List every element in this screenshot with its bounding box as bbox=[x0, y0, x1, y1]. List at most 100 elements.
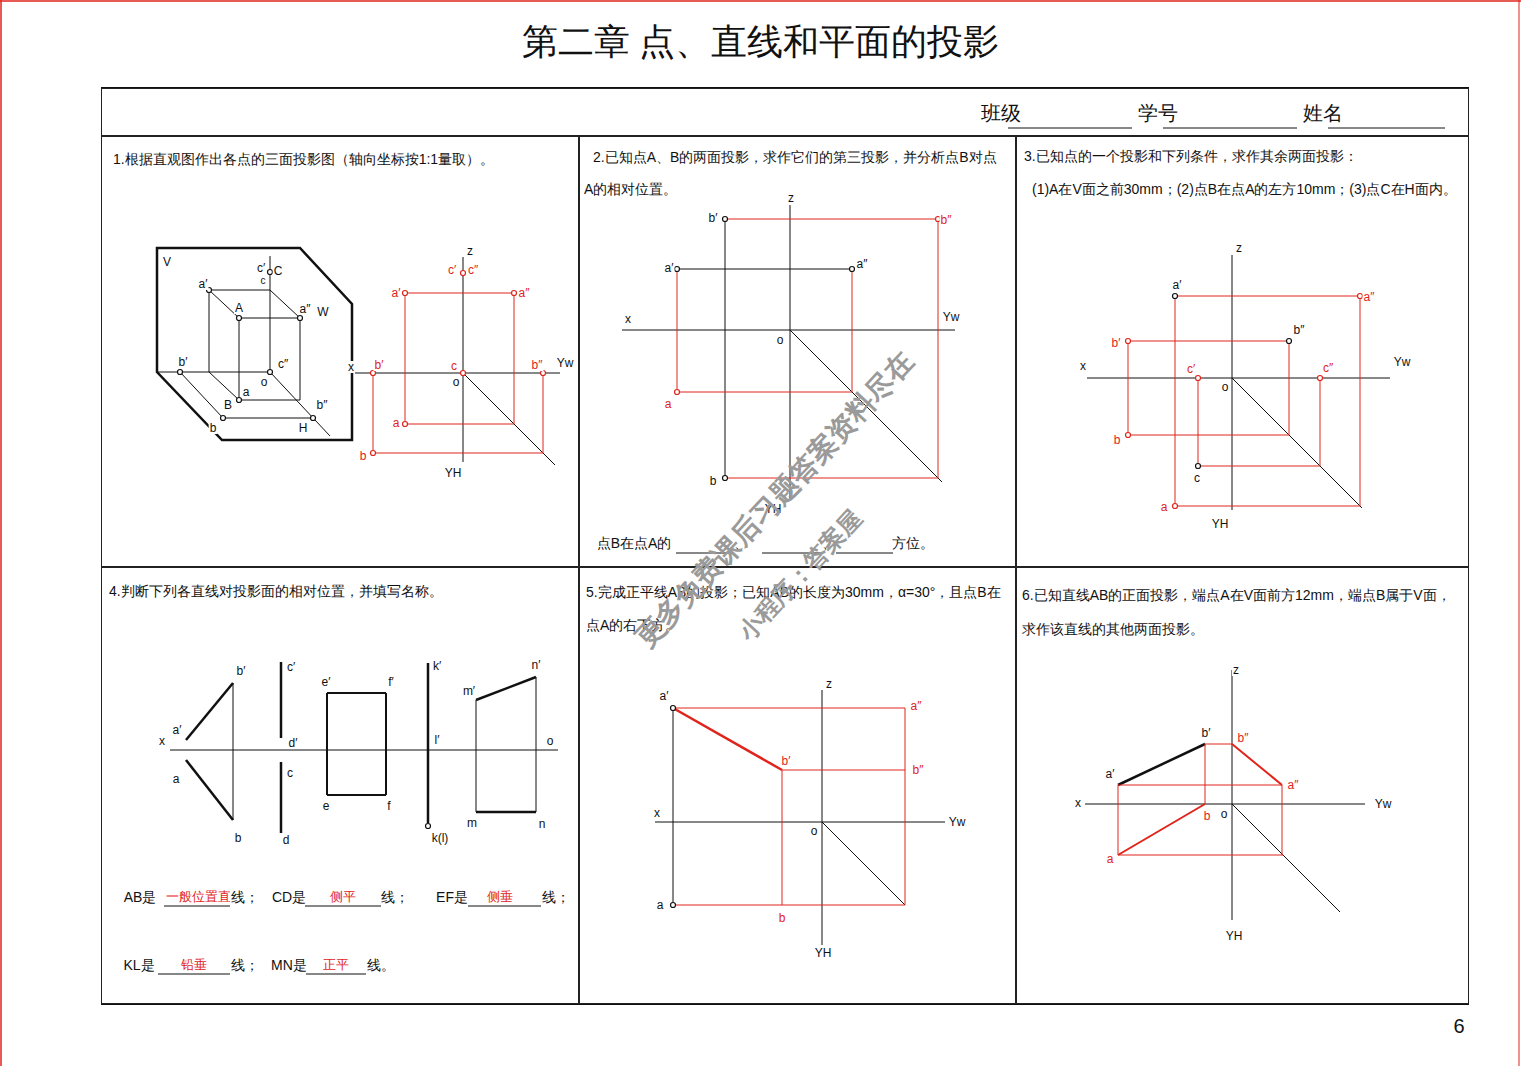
fill-in-text: 铅垂 bbox=[180, 958, 208, 971]
point-marker bbox=[675, 267, 680, 272]
drawing-line bbox=[1128, 435, 1289, 436]
drawing-line bbox=[327, 692, 386, 694]
projection-label: a″ bbox=[1287, 779, 1300, 791]
form-field-label: 学号 bbox=[1138, 101, 1178, 125]
projection-label: a bbox=[1160, 501, 1169, 513]
projection-label: YH bbox=[1211, 518, 1230, 530]
drawing-line bbox=[1163, 128, 1297, 129]
drawing-line bbox=[822, 690, 823, 945]
drawing-line bbox=[186, 683, 233, 740]
drawing-line bbox=[186, 760, 233, 820]
projection-label: b bbox=[234, 832, 243, 844]
drawing-line bbox=[170, 750, 558, 751]
projection-label: e′ bbox=[321, 676, 332, 688]
point-marker bbox=[371, 451, 376, 456]
projection-label: W bbox=[316, 306, 329, 318]
point-marker bbox=[1126, 339, 1131, 344]
projection-label: b bbox=[359, 450, 368, 462]
exercise-statement: 3.已知点的一个投影和下列条件，求作其余两面投影： bbox=[1024, 145, 1464, 167]
drawing-line bbox=[1085, 804, 1365, 805]
projection-label: a″ bbox=[856, 258, 869, 270]
drawing-line bbox=[209, 290, 270, 291]
drawing-line bbox=[1175, 296, 1176, 506]
projection-label: c′ bbox=[1186, 363, 1196, 375]
projection-label: c″ bbox=[277, 358, 289, 370]
projection-label: a″ bbox=[1363, 291, 1376, 303]
projection-label: z bbox=[466, 245, 474, 257]
point-marker bbox=[671, 706, 676, 711]
point-marker bbox=[850, 267, 855, 272]
drawing-line bbox=[239, 400, 300, 401]
drawing-line bbox=[782, 770, 783, 905]
projection-label: o bbox=[810, 825, 819, 837]
drawing-line bbox=[476, 811, 536, 814]
drawing-line bbox=[1232, 804, 1340, 912]
projection-label: b″ bbox=[1293, 324, 1306, 336]
projection-label: c bbox=[1193, 472, 1201, 484]
drawing-line bbox=[327, 794, 386, 796]
fill-in-text: 侧垂 bbox=[486, 890, 514, 903]
projection-label: b′ bbox=[236, 665, 247, 677]
fill-in-text: 线； bbox=[230, 958, 260, 972]
projection-label: YH bbox=[444, 467, 463, 479]
projection-label: a′ bbox=[172, 724, 183, 736]
projection-box bbox=[157, 248, 352, 440]
drawing-line bbox=[326, 693, 328, 795]
drawing-line bbox=[405, 293, 514, 294]
projection-label: m bbox=[466, 817, 478, 829]
projection-label: c′ bbox=[286, 661, 296, 673]
drawing-line bbox=[673, 708, 674, 905]
drawing-line bbox=[852, 269, 853, 392]
projection-label: b′ bbox=[781, 755, 792, 767]
drawing-line bbox=[468, 906, 541, 907]
projection-label: c″ bbox=[1322, 362, 1334, 374]
drawing-line bbox=[0, 0, 1521, 2]
drawing-line bbox=[385, 693, 387, 795]
projection-label: b″ bbox=[1237, 732, 1250, 744]
point-marker bbox=[426, 824, 431, 829]
exercise-cell: 3.已知点的一个投影和下列条件，求作其余两面投影：(1)A在V面之前30mm；(… bbox=[1016, 136, 1469, 567]
projection-label: e bbox=[322, 800, 331, 812]
projection-label: x bbox=[347, 361, 355, 373]
projection-label: o bbox=[546, 735, 555, 747]
point-marker bbox=[512, 291, 517, 296]
drawing-line bbox=[655, 822, 945, 823]
drawing-line bbox=[905, 708, 906, 905]
drawing-line bbox=[1118, 785, 1119, 855]
projection-label: c bbox=[450, 360, 458, 372]
fill-in-text: 线。 bbox=[366, 958, 396, 972]
drawing-line bbox=[514, 293, 515, 424]
projection-label: c bbox=[260, 276, 267, 286]
drawing-line bbox=[373, 373, 374, 453]
projection-label: a′ bbox=[198, 278, 209, 290]
drawing-line bbox=[1232, 744, 1282, 785]
projection-label: o bbox=[1221, 381, 1230, 393]
drawing-line bbox=[300, 318, 301, 400]
projection-label: x bbox=[1074, 797, 1082, 809]
point-marker bbox=[1196, 464, 1201, 469]
projection-label: k(l) bbox=[431, 832, 450, 844]
exercise-cell: 4.判断下列各直线对投影面的相对位置，并填写名称。 bbox=[101, 567, 579, 1004]
drawing-line bbox=[427, 663, 430, 823]
point-marker bbox=[1287, 339, 1292, 344]
exercise-statement: 4.判断下列各直线对投影面的相对位置，并填写名称。 bbox=[109, 580, 574, 602]
projection-label: a bbox=[242, 386, 251, 398]
drawing-line bbox=[1205, 744, 1206, 804]
point-marker bbox=[268, 370, 273, 375]
drawing-line bbox=[1118, 785, 1282, 786]
projection-label: b bbox=[209, 422, 218, 434]
projection-label: b bbox=[709, 475, 718, 487]
fill-in-text: EF是 bbox=[435, 890, 469, 904]
drawing-line bbox=[673, 905, 905, 906]
drawing-line bbox=[1128, 341, 1289, 342]
drawing-line bbox=[725, 219, 938, 220]
projection-label: b″ bbox=[316, 399, 329, 411]
point-marker bbox=[237, 398, 242, 403]
drawing-line bbox=[355, 373, 560, 374]
point-marker bbox=[1196, 376, 1201, 381]
drawing-line bbox=[280, 662, 283, 738]
projection-label: b″ bbox=[912, 764, 925, 776]
drawing-line bbox=[677, 392, 852, 393]
fill-in-text: AB是 bbox=[123, 890, 158, 904]
point-marker bbox=[1173, 504, 1178, 509]
